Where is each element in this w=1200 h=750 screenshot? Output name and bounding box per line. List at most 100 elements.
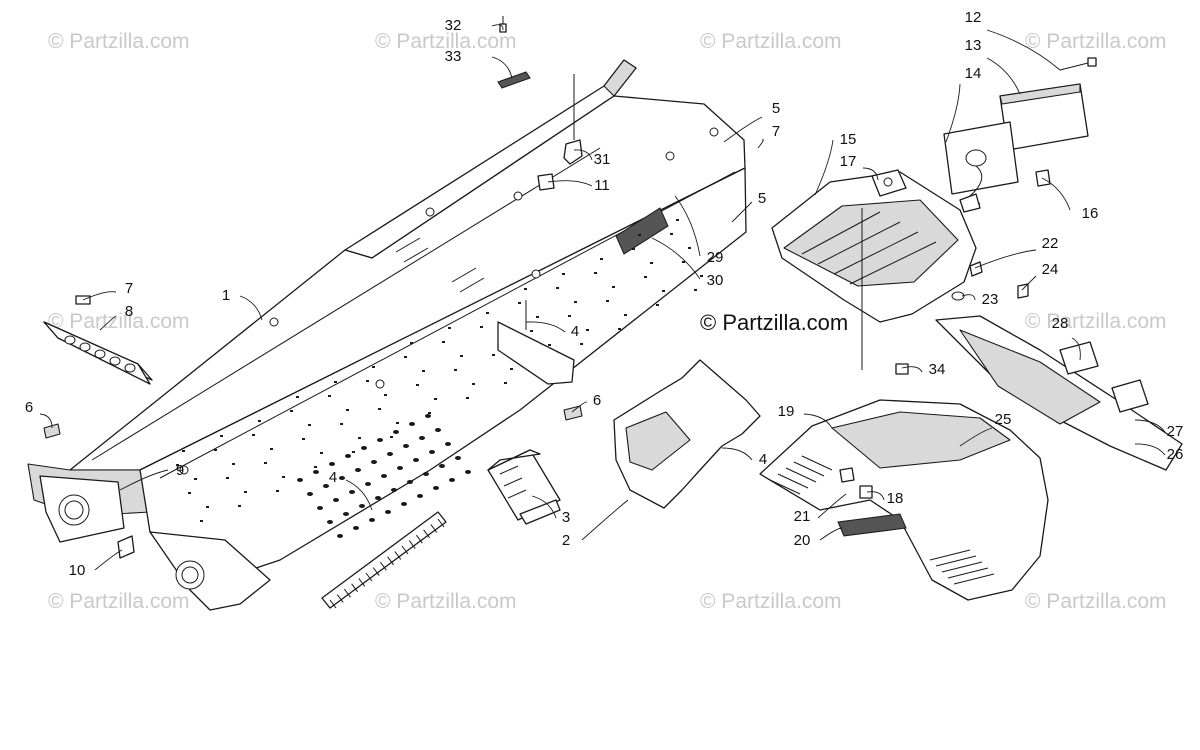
- callout-10[interactable]: 10: [69, 562, 86, 579]
- rivet: [200, 520, 203, 522]
- rivet: [688, 247, 691, 249]
- callout-6[interactable]: 6: [593, 392, 601, 409]
- rivet: [384, 394, 387, 396]
- callout-32[interactable]: 32: [445, 17, 462, 34]
- rivet: [232, 463, 235, 465]
- perforation: [329, 462, 335, 466]
- leader-line-9: [119, 469, 169, 491]
- callout-3[interactable]: 3: [562, 509, 570, 526]
- rivet: [182, 450, 185, 452]
- callout-11[interactable]: 11: [594, 177, 610, 194]
- rivet: [656, 304, 659, 306]
- callout-28[interactable]: 28: [1052, 315, 1069, 332]
- callout-19[interactable]: 19: [778, 403, 795, 420]
- callout-9[interactable]: 9: [176, 462, 184, 479]
- callout-29[interactable]: 29: [707, 249, 724, 266]
- callout-14[interactable]: 14: [965, 65, 982, 82]
- leader-line-12: [986, 29, 1061, 71]
- callout-5[interactable]: 5: [758, 190, 766, 207]
- track-rib: [365, 572, 373, 582]
- callout-31[interactable]: 31: [594, 151, 611, 168]
- leader-line-4: [345, 479, 373, 511]
- rivet: [276, 490, 279, 492]
- perforation: [381, 474, 387, 478]
- callout-24[interactable]: 24: [1042, 261, 1059, 278]
- grip-line: [947, 567, 989, 579]
- rivet: [694, 289, 697, 291]
- callout-22[interactable]: 22: [1042, 235, 1059, 252]
- perforation: [313, 470, 319, 474]
- leader-line-27: [1134, 419, 1166, 433]
- perforation: [465, 470, 471, 474]
- callout-15[interactable]: 15: [840, 131, 857, 148]
- rivet: [510, 368, 513, 370]
- part-19-bumper: [759, 399, 1049, 601]
- rivet: [548, 344, 551, 346]
- callout-6[interactable]: 6: [25, 399, 33, 416]
- callout-34[interactable]: 34: [929, 361, 946, 378]
- part-15-storage-box: [771, 169, 977, 370]
- rivet: [486, 312, 489, 314]
- callout-17[interactable]: 17: [840, 153, 857, 170]
- callout-8[interactable]: 8: [125, 303, 133, 320]
- callout-4[interactable]: 4: [759, 451, 767, 468]
- callout-7[interactable]: 7: [772, 123, 780, 140]
- perforation: [349, 490, 355, 494]
- rivet: [314, 466, 317, 468]
- rivet: [518, 302, 521, 304]
- callout-18[interactable]: 18: [887, 490, 904, 507]
- rivet: [480, 326, 483, 328]
- rivet: [308, 424, 311, 426]
- perforation: [397, 466, 403, 470]
- track-rib: [380, 561, 387, 571]
- watermark-0: © Partzilla.com: [48, 30, 190, 53]
- leader-line-2: [581, 499, 629, 541]
- rivet: [270, 448, 273, 450]
- callout-25[interactable]: 25: [995, 411, 1012, 428]
- track-rib: [336, 594, 344, 603]
- callout-13[interactable]: 13: [965, 37, 982, 54]
- callout-1[interactable]: 1: [222, 287, 230, 304]
- leader-line-17: [862, 167, 879, 181]
- callout-30[interactable]: 30: [707, 272, 724, 289]
- rivet: [530, 330, 533, 332]
- track-rib: [351, 583, 358, 593]
- rivet: [340, 423, 343, 425]
- leader-line-23: [961, 294, 976, 301]
- leader-line-25: [959, 427, 993, 447]
- track-rib: [430, 524, 438, 533]
- perforation: [375, 496, 381, 500]
- part-26-mudguard: [935, 315, 1183, 471]
- fasteners: [895, 261, 1029, 375]
- rivet: [358, 437, 361, 439]
- callout-27[interactable]: 27: [1167, 423, 1184, 440]
- watermark-9: © Partzilla.com: [700, 590, 842, 613]
- callout-12[interactable]: 12: [965, 9, 982, 26]
- leader-line-10: [94, 549, 123, 571]
- rivet: [600, 258, 603, 260]
- perforation: [337, 534, 343, 538]
- rivet: [220, 435, 223, 437]
- perforation: [297, 478, 303, 482]
- callout-21[interactable]: 21: [794, 508, 811, 525]
- callout-26[interactable]: 26: [1167, 446, 1184, 463]
- callout-2[interactable]: 2: [562, 532, 570, 549]
- track-rib: [394, 551, 402, 560]
- perforation: [355, 468, 361, 472]
- track-rib: [408, 540, 416, 549]
- perforation: [371, 460, 377, 464]
- callout-5[interactable]: 5: [772, 100, 780, 117]
- callout-20[interactable]: 20: [794, 532, 811, 549]
- callout-4[interactable]: 4: [571, 323, 579, 340]
- callout-23[interactable]: 23: [982, 291, 999, 308]
- callout-7[interactable]: 7: [125, 280, 133, 297]
- callout-4[interactable]: 4: [329, 469, 337, 486]
- watermark-layer: © Partzilla.com© Partzilla.com© Partzill…: [48, 30, 1167, 613]
- callout-33[interactable]: 33: [445, 48, 462, 65]
- leader-line-13: [986, 57, 1021, 95]
- leader-line-28: [1071, 337, 1081, 361]
- callout-16[interactable]: 16: [1082, 205, 1099, 222]
- rivet: [416, 384, 419, 386]
- leader-line-15: [814, 139, 834, 196]
- rivet: [594, 272, 597, 274]
